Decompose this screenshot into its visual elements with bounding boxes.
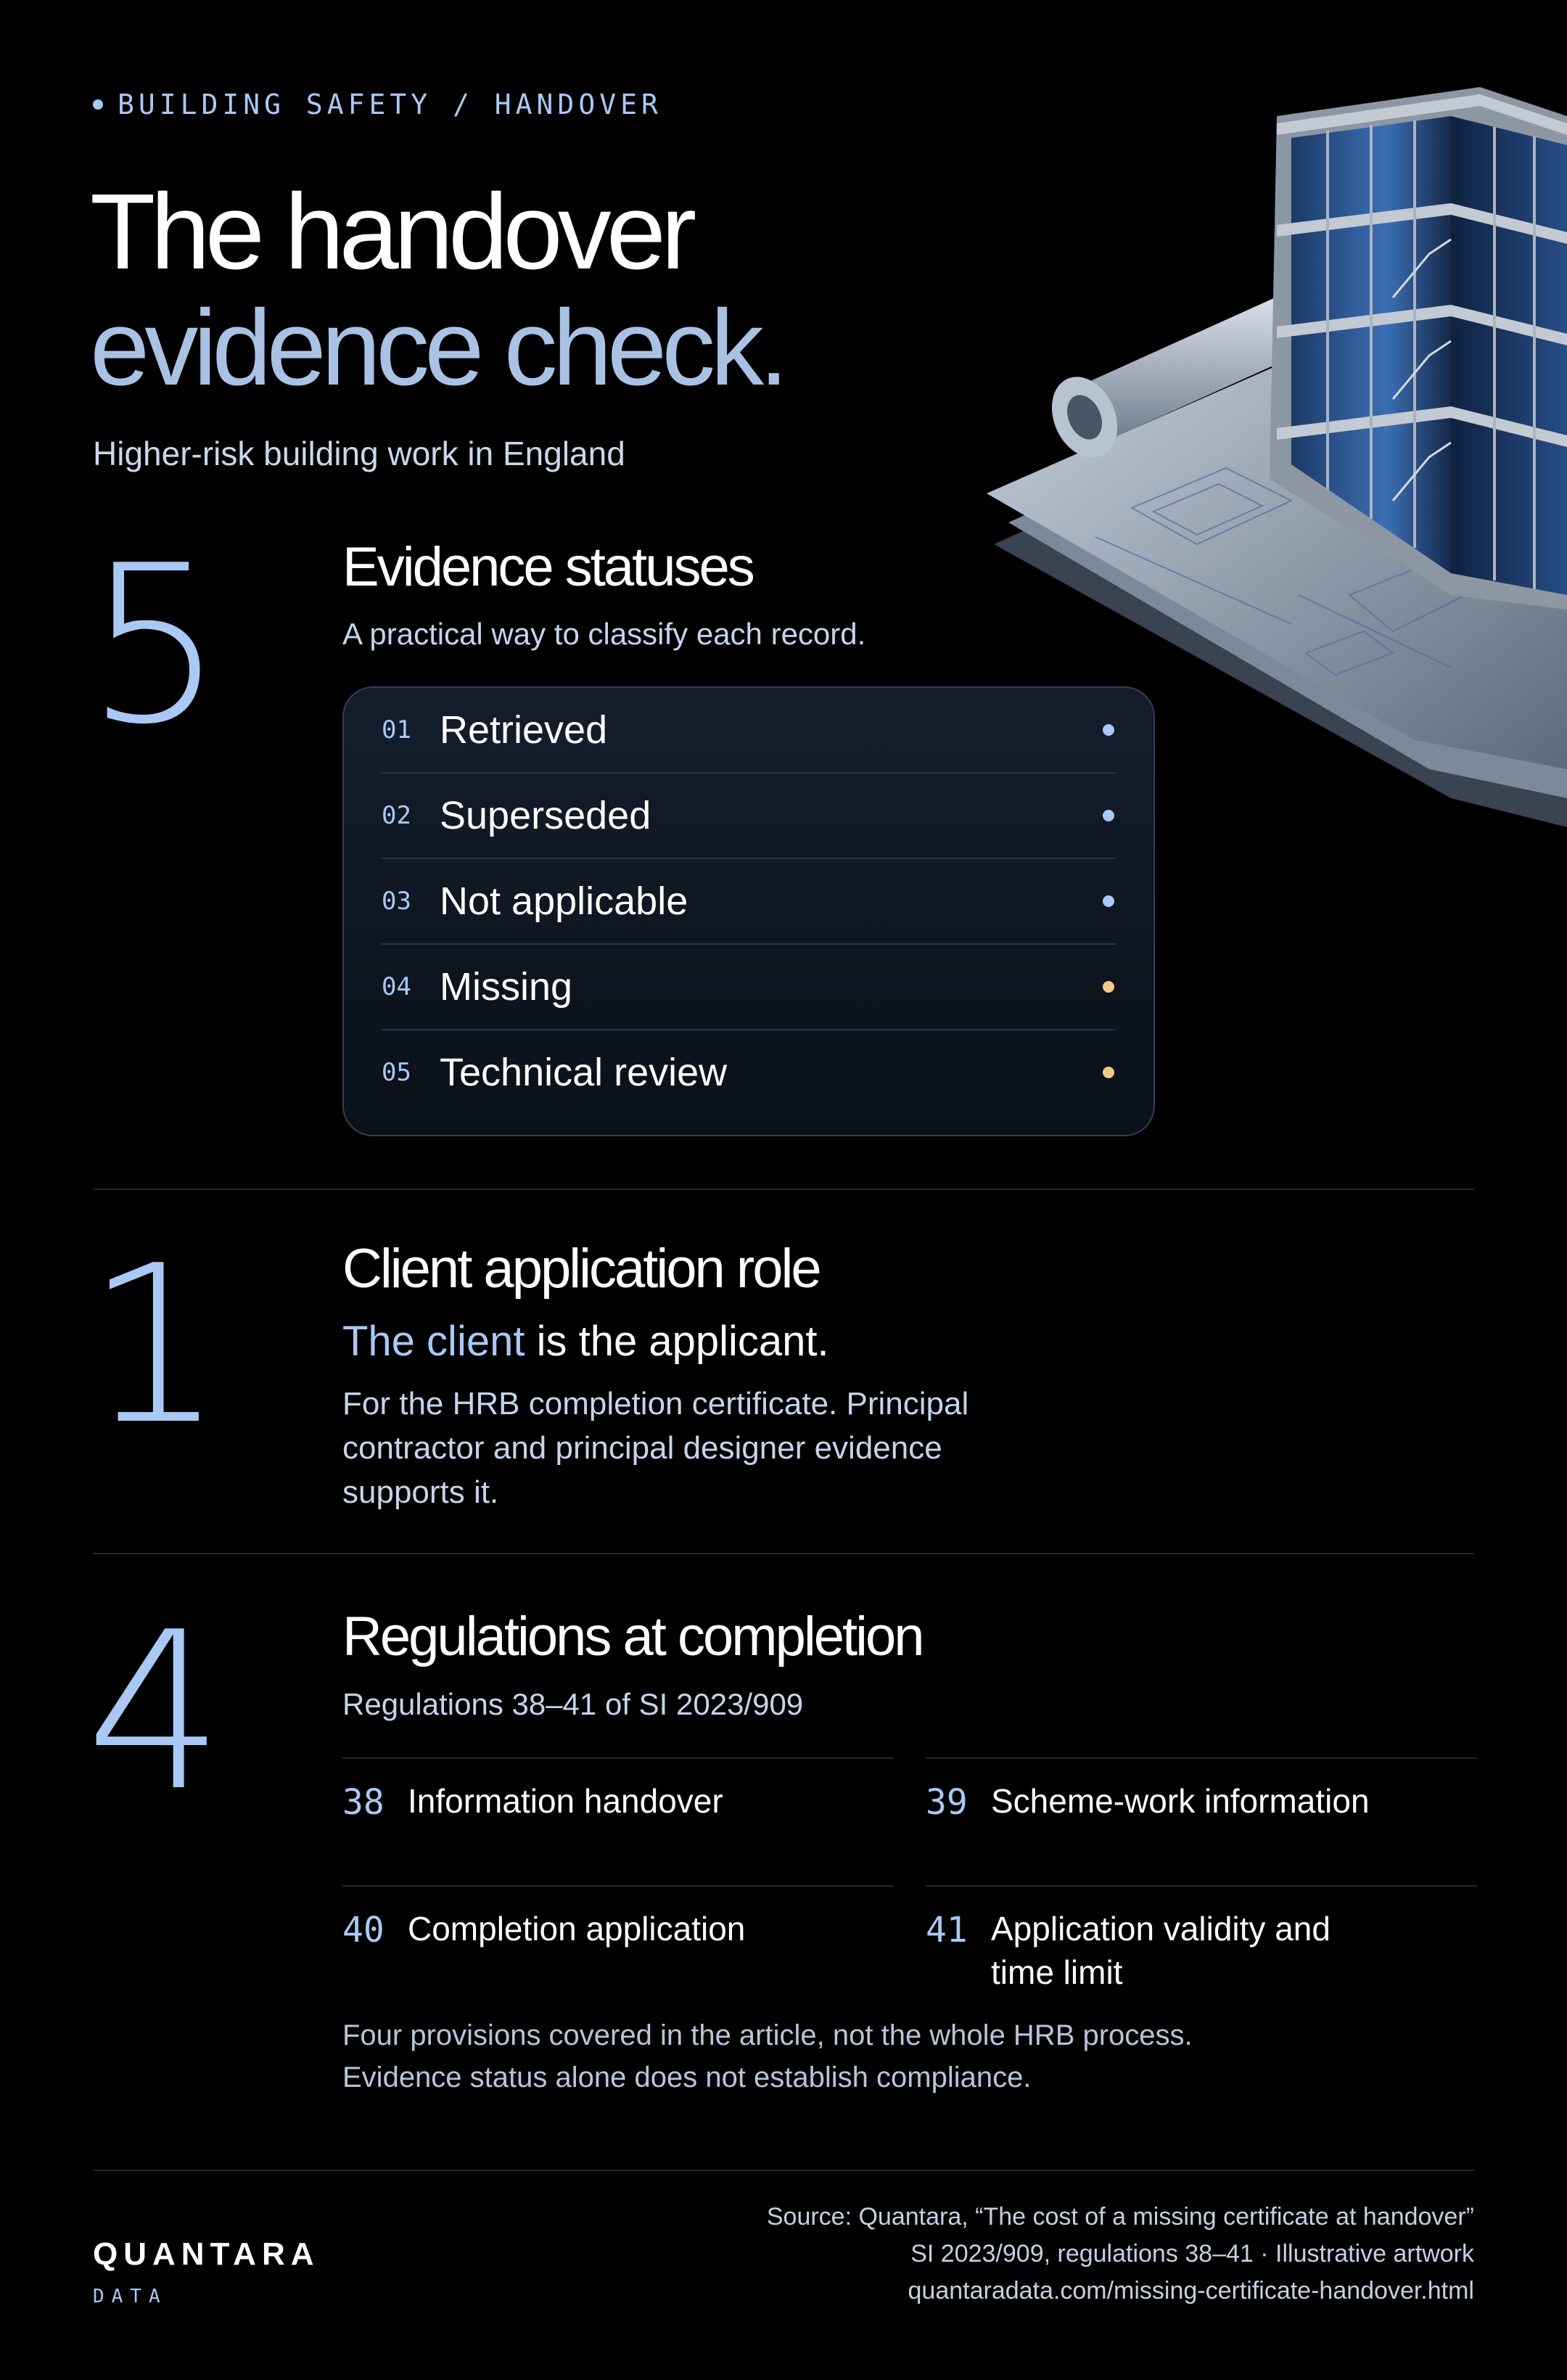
status-row: 05 Technical review [382, 1030, 1116, 1115]
regulation-number: 38 [342, 1782, 384, 1823]
regulation-item: 38 Information handover [342, 1757, 894, 1885]
regulation-number: 39 [926, 1782, 968, 1823]
client-role-lead: The client is the applicant. [342, 1317, 829, 1366]
source-line: Source: Quantara, “The cost of a missing… [766, 2203, 1474, 2231]
page-subtitle: Higher-risk building work in England [93, 435, 625, 472]
regulations-note: Four provisions covered in the article, … [342, 2014, 1358, 2098]
eyebrow-label: BUILDING SAFETY / HANDOVER [118, 89, 662, 120]
source-credits: Source: Quantara, “The cost of a missing… [767, 2199, 1474, 2310]
regulations-heading: Regulations at completion [342, 1606, 925, 1667]
client-role-heading: Client application role [342, 1238, 822, 1300]
regulations-count: 4 [86, 1585, 224, 1839]
status-dot-icon [1103, 895, 1114, 907]
client-role-paragraph: For the HRB completion certificate. Prin… [342, 1386, 969, 1510]
status-dot-icon [1103, 1067, 1114, 1078]
status-row: 02 Superseded [382, 774, 1116, 859]
status-number: 04 [382, 972, 411, 1001]
regulation-label: Application validity and time limit [991, 1910, 1330, 1991]
status-label: Technical review [440, 1051, 728, 1094]
section-divider [93, 1189, 1474, 1190]
page-title: The handover evidence check. [90, 172, 789, 408]
status-number: 05 [382, 1058, 411, 1087]
section-divider [93, 1553, 1474, 1554]
status-row: 01 Retrieved [382, 688, 1116, 774]
source-url: quantaradata.com/missing-certificate-han… [908, 2277, 1475, 2305]
brand-logo: QUANTARA [93, 2236, 320, 2272]
lead-highlight: The client [342, 1318, 525, 1365]
title-line-1: The handover [90, 172, 696, 292]
regulation-item: 41 Application validity and time limit [926, 1885, 1477, 2013]
bullet-dot-icon [93, 99, 103, 110]
regulations-description: Regulations 38–41 of SI 2023/909 [342, 1687, 804, 1721]
building-blueprint-artwork [987, 87, 1567, 827]
regulation-label: Scheme-work information [991, 1782, 1370, 1820]
regulation-item: 40 Completion application [342, 1885, 894, 2013]
footer-divider [93, 2170, 1474, 2171]
status-number: 03 [382, 887, 411, 916]
regulation-item: 39 Scheme-work information [926, 1757, 1477, 1885]
regulation-number: 41 [926, 1910, 968, 1950]
status-label: Not applicable [440, 879, 688, 923]
brand-subtitle: DATA [93, 2286, 168, 2307]
statuses-heading: Evidence statuses [342, 536, 755, 598]
status-number: 01 [382, 715, 411, 744]
status-label: Retrieved [440, 708, 608, 752]
status-list-card: 01 Retrieved 02 Superseded 03 Not applic… [342, 686, 1155, 1136]
statuses-count: 5 [86, 519, 224, 772]
status-dot-icon [1103, 810, 1114, 821]
note-line: Evidence status alone does not establish… [342, 2061, 1032, 2093]
status-label: Superseded [440, 794, 651, 837]
status-dot-icon [1103, 724, 1114, 736]
lead-rest: is the applicant. [525, 1318, 829, 1365]
status-dot-icon [1103, 981, 1114, 993]
note-line: Four provisions covered in the article, … [342, 2019, 1193, 2051]
regulation-number: 40 [342, 1910, 384, 1950]
source-line: SI 2023/909, regulations 38–41 · Illustr… [910, 2240, 1474, 2268]
client-role-count: 1 [86, 1219, 224, 1472]
regulation-label: Information handover [408, 1782, 723, 1820]
statuses-description: A practical way to classify each record. [342, 617, 866, 651]
title-line-2: evidence check. [90, 288, 789, 408]
regulation-label: Completion application [408, 1910, 746, 1948]
status-row: 04 Missing [382, 945, 1116, 1030]
status-row: 03 Not applicable [382, 859, 1116, 945]
status-label: Missing [440, 965, 573, 1009]
eyebrow: BUILDING SAFETY / HANDOVER [93, 89, 662, 120]
status-number: 02 [382, 801, 411, 830]
